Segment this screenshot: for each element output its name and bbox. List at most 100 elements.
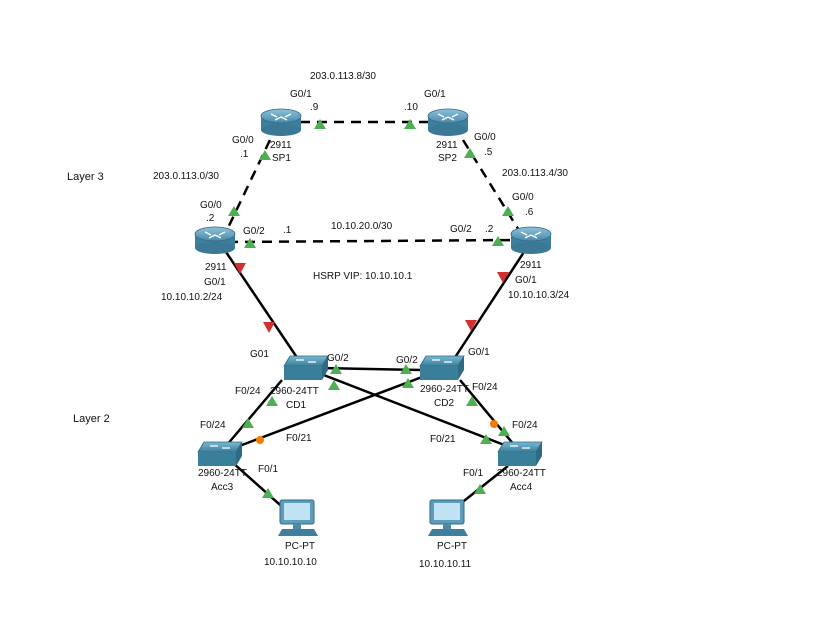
router-model-label: 2911 bbox=[270, 140, 292, 151]
up-indicator bbox=[498, 426, 510, 436]
up-indicator bbox=[402, 378, 414, 388]
switch-name-label: Acc3 bbox=[211, 482, 234, 493]
down-indicator bbox=[497, 272, 509, 283]
pc-ip-label: 10.10.10.10 bbox=[264, 557, 317, 568]
port-label: G0/2 bbox=[450, 224, 472, 235]
up-indicator bbox=[466, 396, 478, 406]
port-label: G0/1 bbox=[204, 277, 226, 288]
network-label-sp2-r2: 203.0.113.4/30 bbox=[502, 168, 568, 179]
router-sp2[interactable] bbox=[427, 108, 469, 136]
pc-1[interactable] bbox=[278, 499, 318, 536]
switch-icon bbox=[283, 355, 329, 380]
switch-acc4[interactable] bbox=[497, 441, 543, 466]
switch-name-label: CD1 bbox=[286, 400, 306, 411]
switch-name-label: CD2 bbox=[434, 398, 454, 409]
link-r1-r2[interactable] bbox=[227, 238, 521, 244]
port-label: G0/2 bbox=[396, 355, 418, 366]
port-label: F0/24 bbox=[512, 420, 538, 431]
switch-model-label: 2960-24TT bbox=[497, 468, 546, 479]
port-label: F0/24 bbox=[235, 386, 261, 397]
link-acc3-pc1[interactable] bbox=[231, 461, 289, 513]
up-indicator bbox=[262, 488, 274, 498]
port-label: G0/0 bbox=[512, 192, 534, 203]
port-label: G0/0 bbox=[474, 132, 496, 143]
up-indicator bbox=[266, 396, 278, 406]
link-cd1-acc3[interactable] bbox=[225, 379, 283, 447]
pc-model-label: PC-PT bbox=[285, 541, 315, 552]
router-name-label: SP2 bbox=[438, 153, 457, 164]
switch-acc3[interactable] bbox=[197, 441, 243, 466]
router-icon bbox=[194, 226, 236, 254]
port-ip-label: .6 bbox=[525, 207, 534, 218]
switch-cd1[interactable] bbox=[283, 355, 329, 380]
up-indicator bbox=[330, 364, 342, 374]
port-label: F0/21 bbox=[286, 433, 312, 444]
pc-ip-label: 10.10.10.11 bbox=[419, 559, 472, 570]
router-r2[interactable] bbox=[510, 226, 552, 254]
router-icon bbox=[260, 108, 302, 136]
up-indicator bbox=[328, 380, 340, 390]
router-model-label: 2911 bbox=[205, 262, 227, 273]
pc-icon bbox=[428, 499, 468, 536]
link-r2-cd2[interactable] bbox=[450, 251, 526, 363]
down-indicator bbox=[465, 320, 477, 331]
pc-2[interactable] bbox=[428, 499, 468, 536]
switch-icon bbox=[497, 441, 543, 466]
pc-icon bbox=[278, 499, 318, 536]
router-ip-label: 10.10.10.2/24 bbox=[161, 292, 223, 303]
link-cd2-acc4[interactable] bbox=[459, 379, 521, 453]
links bbox=[224, 120, 526, 513]
pc-model-label: PC-PT bbox=[437, 541, 467, 552]
port-ip-label: .2 bbox=[485, 224, 494, 235]
up-indicator bbox=[502, 206, 514, 216]
blocking-indicator bbox=[256, 436, 264, 444]
network-label-sp1-r1: 203.0.113.0/30 bbox=[153, 171, 219, 182]
router-sp1[interactable] bbox=[260, 108, 302, 136]
down-indicator bbox=[234, 263, 246, 274]
switch-name-label: Acc4 bbox=[510, 482, 533, 493]
up-indicator bbox=[314, 119, 326, 129]
port-label: G0/0 bbox=[200, 200, 222, 211]
port-label: F0/1 bbox=[258, 464, 278, 475]
router-ip-label: 10.10.10.3/24 bbox=[508, 290, 570, 301]
up-indicator bbox=[474, 484, 486, 494]
router-name-label: SP1 bbox=[272, 153, 291, 164]
port-label: F0/21 bbox=[430, 434, 456, 445]
link-cd1-acc4[interactable] bbox=[315, 370, 513, 450]
router-r1[interactable] bbox=[194, 226, 236, 254]
switch-model-label: 2960-24TT bbox=[270, 386, 319, 397]
up-indicator bbox=[400, 364, 412, 374]
up-indicator bbox=[492, 236, 504, 246]
up-indicator bbox=[464, 148, 476, 158]
labels: Layer 3 Layer 2 203.0.113.8/30 203.0.113… bbox=[67, 71, 570, 570]
switch-cd2[interactable] bbox=[419, 355, 465, 380]
zone-label-layer2: Layer 2 bbox=[73, 413, 110, 425]
port-ip-label: .2 bbox=[206, 213, 215, 224]
up-indicator bbox=[244, 238, 256, 248]
switch-icon bbox=[197, 441, 243, 466]
port-label: G01 bbox=[250, 349, 269, 360]
port-label: G0/2 bbox=[327, 353, 349, 364]
port-ip-label: .1 bbox=[283, 225, 292, 236]
switch-model-label: 2960-24TT bbox=[420, 384, 469, 395]
port-ip-label: .9 bbox=[310, 102, 319, 113]
hsrp-vip-label: HSRP VIP: 10.10.10.1 bbox=[313, 271, 413, 282]
port-label: F0/24 bbox=[200, 420, 226, 431]
router-model-label: 2911 bbox=[436, 140, 458, 151]
zone-label-layer3: Layer 3 bbox=[67, 171, 104, 183]
up-indicator bbox=[242, 418, 254, 428]
switch-model-label: 2960-24TT bbox=[198, 468, 247, 479]
down-indicator bbox=[263, 322, 275, 333]
port-label: G0/1 bbox=[424, 89, 446, 100]
link-indicators bbox=[228, 119, 514, 498]
link-cd2-acc3[interactable] bbox=[233, 372, 431, 450]
port-ip-label: .1 bbox=[240, 149, 249, 160]
blocking-indicator bbox=[490, 420, 498, 428]
router-icon bbox=[510, 226, 552, 254]
port-label: F0/24 bbox=[472, 382, 498, 393]
network-label-sp-link: 203.0.113.8/30 bbox=[310, 71, 376, 82]
port-label: G0/1 bbox=[290, 89, 312, 100]
up-indicator bbox=[480, 434, 492, 444]
